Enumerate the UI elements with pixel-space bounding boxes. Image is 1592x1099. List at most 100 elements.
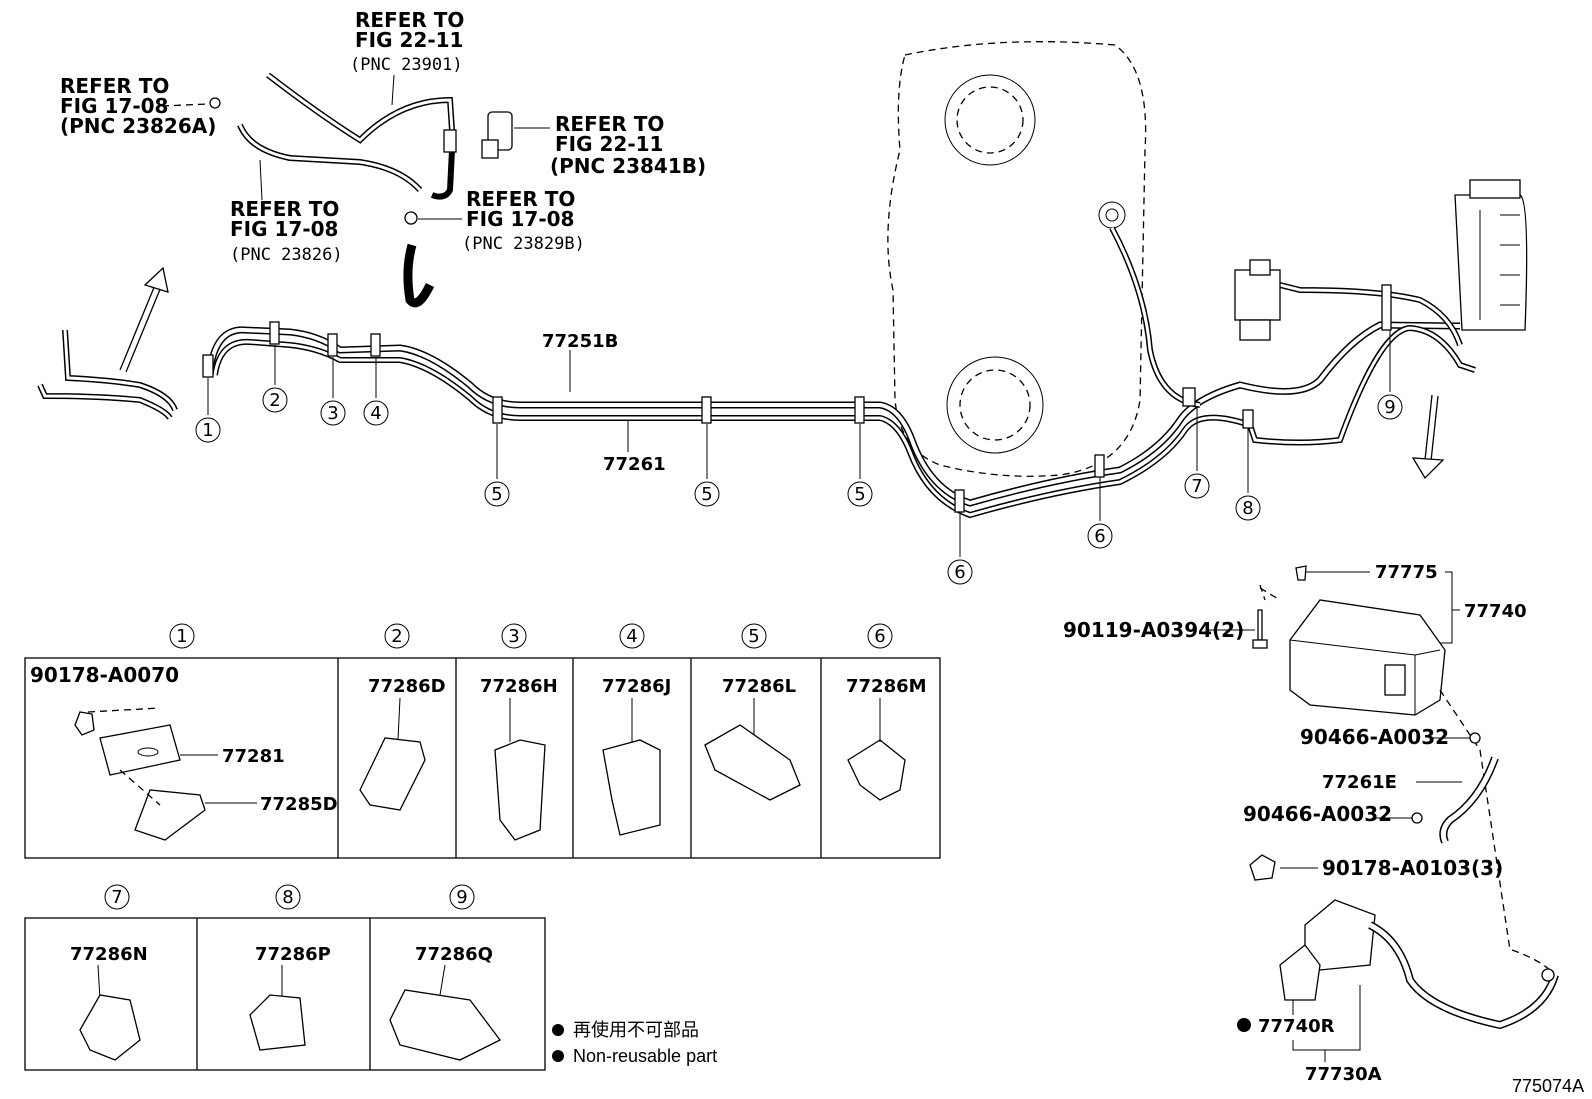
svg-text:REFER TO: REFER TO: [355, 8, 464, 32]
svg-text:3: 3: [327, 403, 338, 424]
nut-part: [74, 711, 95, 736]
callout-8: 8: [1235, 428, 1261, 521]
svg-text:5: 5: [854, 484, 865, 505]
header-3: 3: [501, 623, 527, 649]
svg-text:2: 2: [269, 390, 280, 411]
svg-text:(PNC 23826): (PNC 23826): [230, 245, 343, 265]
non-reusable-bullet-icon: [1237, 1018, 1251, 1032]
label-90466-a0032-b: 90466-A0032: [1243, 802, 1392, 826]
header-2: 2: [384, 623, 410, 649]
svg-text:8: 8: [1242, 498, 1253, 519]
ref-23826: REFER TO FIG 17-08 (PNC 23826): [230, 159, 343, 265]
ref-23829b: REFER TO FIG 17-08 (PNC 23829B): [418, 187, 585, 254]
top-components: [209, 97, 1281, 341]
ref-23841b: REFER TO FIG 22-11 (PNC 23841B): [514, 112, 706, 178]
label-77286l: 77286L: [722, 676, 796, 697]
valve-77740r: [1279, 944, 1321, 1001]
non-reusable-bullet-icon: [552, 1050, 564, 1062]
label-90178-a0070: 90178-A0070: [30, 663, 179, 687]
label-77261e: 77261E: [1322, 772, 1397, 793]
svg-text:(PNC 23826A): (PNC 23826A): [60, 114, 216, 138]
svg-text:6: 6: [954, 562, 965, 583]
label-77261: 77261: [603, 454, 666, 475]
label-77286q: 77286Q: [415, 944, 493, 965]
fuel-lines: [37, 72, 1476, 519]
ref-23901: REFER TO FIG 22-11 (PNC 23901): [350, 8, 464, 106]
callout-5a: 5: [484, 424, 510, 507]
label-77286j: 77286J: [602, 676, 671, 697]
detail-table-1: 1 2 3 4 5 6 90178-A0070 77281 77285D 772…: [24, 623, 941, 859]
svg-text:9: 9: [456, 887, 467, 908]
direction-arrows: [119, 266, 1445, 480]
svg-text:6: 6: [1094, 526, 1105, 547]
label-77775: 77775: [1375, 562, 1438, 583]
callout-2: 2: [262, 345, 288, 413]
svg-text:4: 4: [626, 626, 637, 647]
svg-text:7: 7: [111, 887, 122, 908]
callout-4: 4: [363, 357, 389, 426]
legend: 再使用不可部品 Non-reusable part: [552, 1020, 717, 1066]
ref-23826a: REFER TO FIG 17-08 (PNC 23826A): [60, 74, 216, 138]
header-9: 9: [449, 884, 475, 910]
detail-table-2: 7 8 9 77286N 77286P 77286Q: [24, 884, 546, 1071]
svg-text:(PNC 23841B): (PNC 23841B): [550, 154, 706, 178]
svg-text:5: 5: [491, 484, 502, 505]
callout-5c: 5: [847, 424, 873, 507]
label-77251b: 77251B: [542, 331, 618, 352]
svg-text:FIG 22-11: FIG 22-11: [355, 28, 463, 52]
callout-1: 1: [195, 378, 221, 443]
label-77286p: 77286P: [255, 944, 331, 965]
svg-text:REFER TO: REFER TO: [230, 197, 339, 221]
svg-text:FIG 22-11: FIG 22-11: [555, 132, 663, 156]
header-6: 6: [867, 623, 893, 649]
label-77286m: 77286M: [846, 676, 927, 697]
svg-text:6: 6: [874, 626, 885, 647]
svg-text:5: 5: [701, 484, 712, 505]
svg-text:(PNC 23829B): (PNC 23829B): [462, 234, 585, 254]
legend-en: Non-reusable part: [573, 1046, 717, 1066]
svg-text:FIG 17-08: FIG 17-08: [466, 207, 574, 231]
svg-text:FIG 17-08: FIG 17-08: [230, 217, 338, 241]
label-77730a: 77730A: [1305, 1064, 1382, 1085]
svg-text:REFER TO: REFER TO: [60, 74, 169, 98]
label-90466-a0032-a: 90466-A0032: [1300, 725, 1449, 749]
figure-id: 775074A: [1512, 1076, 1584, 1096]
header-8: 8: [275, 884, 301, 910]
header-1: 1: [169, 623, 195, 649]
callout-5b: 5: [694, 424, 720, 507]
charcoal-canister: [1289, 599, 1446, 716]
line-clamps: [202, 284, 1392, 513]
label-90178-a0103: 90178-A0103(3): [1322, 856, 1503, 880]
svg-text:REFER TO: REFER TO: [555, 112, 664, 136]
svg-text:(PNC 23901): (PNC 23901): [350, 55, 463, 75]
label-77740r: 77740R: [1258, 1016, 1335, 1037]
svg-text:2: 2: [391, 626, 402, 647]
svg-text:1: 1: [202, 420, 213, 441]
label-77286h: 77286H: [480, 676, 558, 697]
canister-top: [1454, 179, 1528, 331]
label-77286d: 77286D: [368, 676, 446, 697]
svg-text:FIG 17-08: FIG 17-08: [60, 94, 168, 118]
canister-exploded: 77775 77740 90119-A0394(2) 90466-A0032 7…: [1063, 562, 1559, 1085]
fuel-tank-outline: [887, 41, 1147, 477]
legend-jp: 再使用不可部品: [573, 1020, 699, 1040]
svg-text:REFER TO: REFER TO: [466, 187, 575, 211]
svg-text:9: 9: [1384, 397, 1395, 418]
callout-9: 9: [1377, 330, 1403, 420]
header-4: 4: [619, 623, 645, 649]
callout-7: 7: [1184, 406, 1210, 499]
callout-6b: 6: [1087, 477, 1113, 549]
svg-text:8: 8: [282, 887, 293, 908]
vsv-valve: [1234, 269, 1281, 321]
svg-text:7: 7: [1191, 476, 1202, 497]
callout-6a: 6: [947, 512, 973, 585]
label-77740: 77740: [1464, 601, 1527, 622]
non-reusable-bullet-icon: [552, 1024, 564, 1036]
callout-3: 3: [320, 357, 346, 426]
label-77286n: 77286N: [70, 944, 148, 965]
svg-text:1: 1: [176, 626, 187, 647]
header-5: 5: [741, 623, 767, 649]
clamp-77285d: [134, 789, 206, 841]
